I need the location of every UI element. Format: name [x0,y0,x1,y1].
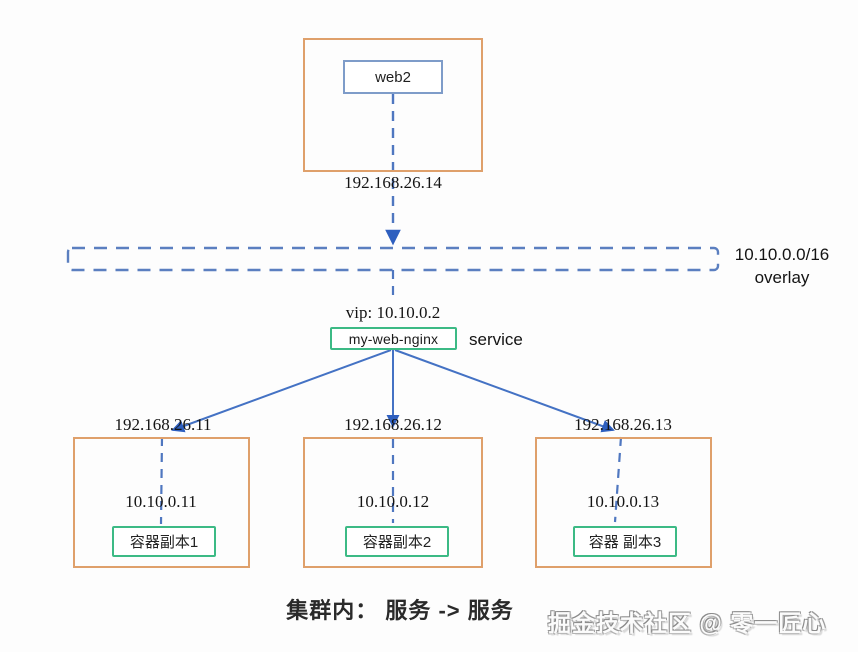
client-host-box [303,38,483,172]
overlay-type-label: overlay [754,268,810,287]
node3-container-ip-label: 10.10.0.13 [586,492,660,511]
arrow-service-to-node3 [394,349,615,433]
client-node-label: web2 [375,68,411,86]
node3-replica-label: 容器 副本3 [588,534,662,551]
service-role-label: service [469,330,523,349]
line-node3-to-replica3 [613,436,623,523]
client-node-box: web2 [343,60,443,94]
line-node1-to-replica1 [159,436,164,525]
service-name-label: my-web-nginx [348,330,439,347]
node2-replica-label: 容器副本2 [362,534,432,551]
node1-host-ip-label: 192.168.26.11 [114,415,212,434]
node3-replica-box: 容器 副本3 [573,526,677,557]
node2-host-ip-label: 192.168.26.12 [344,415,442,434]
node1-host-box [73,437,250,568]
node2-replica-box: 容器副本2 [345,526,449,557]
node3-host-ip-label: 192.168.26.13 [574,415,672,434]
overlay-network-label: 10.10.0.0/16 overlay [720,243,844,289]
node2-container-ip-label: 10.10.0.12 [356,492,430,511]
node2-host-box [303,437,483,568]
node1-container-ip-label: 10.10.0.11 [125,492,197,511]
overlay-network-band [66,246,720,272]
service-box: my-web-nginx [330,327,457,350]
client-host-ip-label: 192.168.26.14 [344,173,442,192]
overlay-cidr-label: 10.10.0.0/16 [734,245,830,264]
service-vip-label: vip: 10.10.0.2 [345,303,441,322]
node3-host-box [535,437,712,568]
watermark-text: 掘金技术社区 @ 零一匠心 [548,610,827,636]
arrow-service-to-node1 [171,349,392,433]
diagram-caption: 集群内： 服务 -> 服务 [286,598,514,623]
node1-replica-label: 容器副本1 [129,534,199,551]
node1-replica-box: 容器副本1 [112,526,216,557]
